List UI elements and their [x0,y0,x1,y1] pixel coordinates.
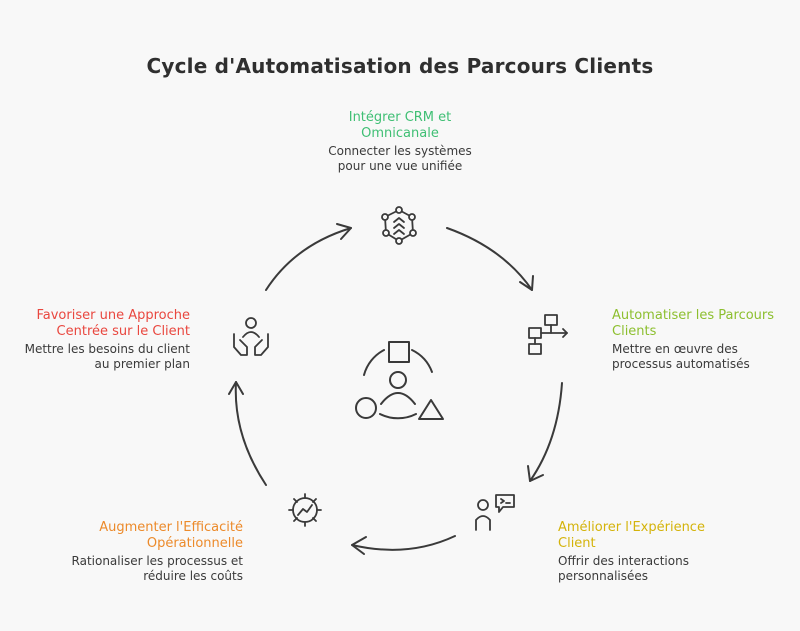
step-5-title: Favoriser une Approche Centrée sur le Cl… [36,308,190,339]
step-3-description: Offrir des interactions personnalisées [558,554,689,583]
step-2-description: Mettre en œuvre des processus automatisé… [612,342,750,371]
step-2-block: Automatiser les Parcours Clients Mettre … [612,308,777,372]
step-4-block: Augmenter l'Efficacité Opérationnelle Ra… [60,520,243,584]
step-1-title: Intégrer CRM et Omnicanale [348,110,452,141]
user-terminal-icon [475,494,515,531]
hands-user-icon [233,317,269,356]
cycle-arrow-4 [228,381,267,486]
diagram-title: Cycle d'Automatisation des Parcours Clie… [146,54,654,78]
integration-network-icon [381,206,417,245]
team-shapes-icon [355,341,444,420]
step-3-title: Améliorer l'Expérience Client [558,520,705,551]
workflow-icon [528,314,568,355]
cycle-arrow-2 [527,382,563,482]
step-4-title: Augmenter l'Efficacité Opérationnelle [99,520,243,551]
step-3-block: Améliorer l'Expérience Client Offrir des… [558,520,733,584]
cycle-arrow-5 [265,223,352,291]
gear-chart-icon [288,493,322,527]
step-4-description: Rationaliser les processus et réduire le… [71,554,243,583]
step-5-description: Mettre les besoins du client au premier … [24,342,190,371]
step-5-block: Favoriser une Approche Centrée sur le Cl… [22,308,190,372]
cycle-arrow-3 [351,535,456,555]
step-1-block: Intégrer CRM et Omnicanale Connecter les… [315,110,485,174]
step-2-title: Automatiser les Parcours Clients [612,308,775,339]
cycle-arrow-1 [446,227,534,291]
step-1-description: Connecter les systèmes pour une vue unif… [328,144,472,173]
